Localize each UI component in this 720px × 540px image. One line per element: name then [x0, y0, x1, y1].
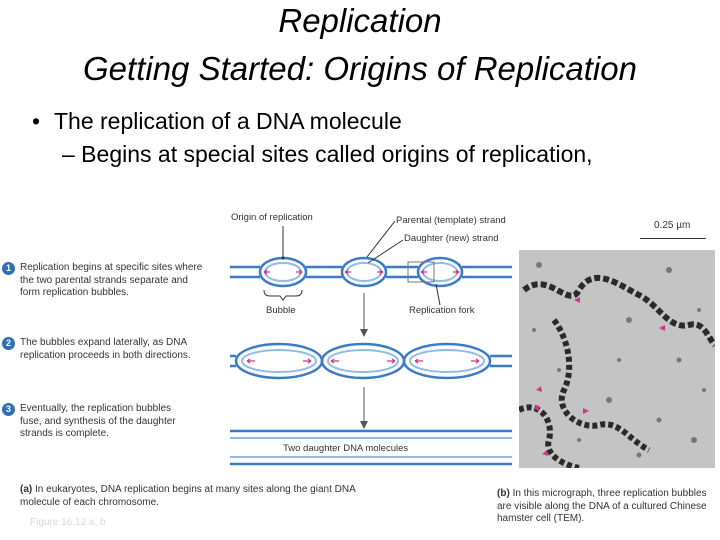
main-bullet: • The replication of a DNA molecule [32, 108, 402, 134]
label-bubble: Bubble [266, 305, 296, 316]
bullet-dot-icon: • [32, 108, 41, 134]
step-1-badge: 1 [2, 262, 15, 275]
label-parental: Parental (template) strand [396, 215, 506, 226]
label-two-daughter: Two daughter DNA molecules [283, 443, 409, 454]
caption-b-text: In this micrograph, three replication bu… [497, 488, 707, 524]
row2-dna [230, 342, 512, 380]
slide-title-line1: Replication [278, 2, 442, 39]
main-bullet-text: The replication of a DNA molecule [54, 108, 402, 134]
slide-title-line2: Getting Started: Origins of Replication [83, 50, 637, 87]
bubble-3 [416, 256, 464, 288]
step-1-text: Replication begins at specific sites whe… [20, 262, 203, 298]
step-3: 3 Eventually, the replication bubbles fu… [2, 403, 185, 441]
step-2-text: The bubbles expand laterally, as DNA rep… [20, 337, 191, 361]
step-3-badge: 3 [2, 403, 15, 416]
bubble-2 [340, 256, 388, 288]
caption-a-text: In eukaryotes, DNA replication begins at… [20, 484, 356, 508]
scale-bar [640, 238, 706, 239]
step-3-text: Eventually, the replication bubbles fuse… [20, 403, 176, 439]
step-1: 1 Replication begins at specific sites w… [2, 262, 205, 300]
sub-bullet-text: – Begins at special sites called origins… [62, 141, 593, 167]
caption-b: (b) In this micrograph, three replicatio… [497, 488, 717, 526]
row1-dna [230, 256, 512, 288]
caption-a-tag: (a) [20, 484, 33, 495]
label-origin: Origin of replication [231, 212, 313, 223]
caption-a: (a) In eukaryotes, DNA replication begin… [20, 484, 380, 509]
step-2: 2 The bubbles expand laterally, as DNA r… [2, 337, 200, 362]
scale-label: 0.25 µm [654, 220, 691, 231]
label-fork: Replication fork [409, 305, 475, 316]
caption-b-tag: (b) [497, 488, 510, 499]
step-2-badge: 2 [2, 337, 15, 350]
label-daughter: Daughter (new) strand [404, 233, 499, 244]
row3-dna [230, 429, 512, 466]
figure-reference: Figure 16.12 a, b [30, 517, 106, 528]
micrograph-image [519, 250, 715, 468]
